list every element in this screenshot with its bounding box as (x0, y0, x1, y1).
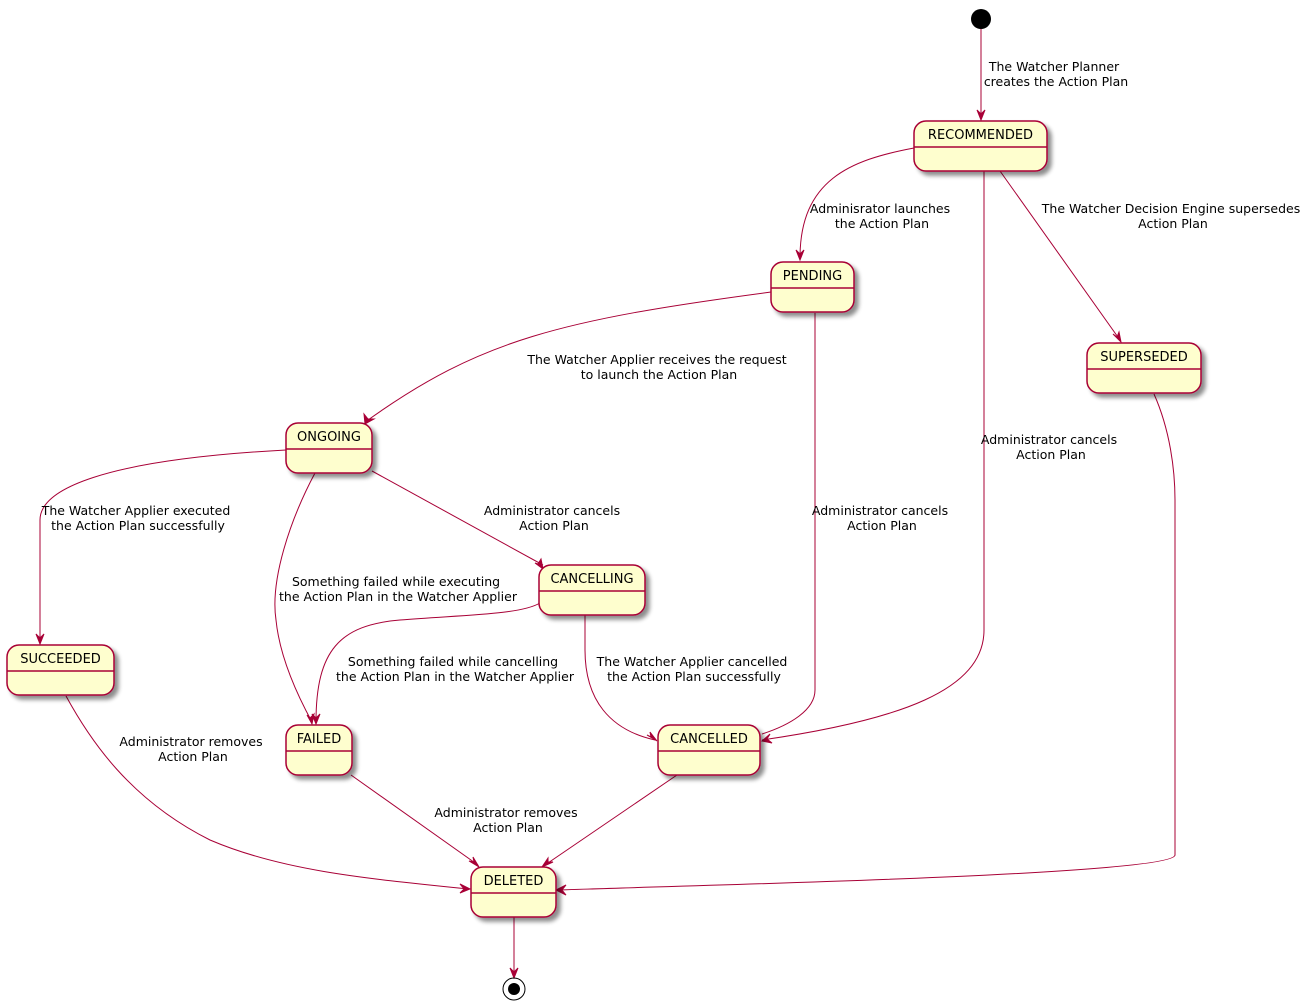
state-cancelling-title: CANCELLING (550, 572, 633, 587)
edge-cancelling-to-failed (315, 602, 541, 723)
edge-ongoing-to-failed (274, 472, 316, 723)
state-cancelling (538, 564, 646, 616)
state-succeeded-title: SUCCEEDED (20, 652, 101, 667)
arrowhead-deleted-left (459, 883, 472, 894)
arrowhead-deleted-right (554, 884, 567, 896)
edge-recommended-to-cancelled (761, 171, 985, 741)
state-ongoing-title: ONGOING (297, 430, 361, 445)
state-deleted-title: DELETED (484, 874, 544, 889)
label-pending-to-cancelled: Administrator cancels Action Plan (812, 503, 952, 533)
final-state-marker (502, 977, 526, 1001)
state-cancelled (657, 724, 761, 776)
arrowhead-failed-top-right (311, 713, 321, 726)
state-ongoing (285, 422, 373, 474)
arrowhead-failed-top-left (306, 712, 315, 726)
edge-pending-to-ongoing (367, 291, 772, 421)
arrowhead-succeeded-top (35, 633, 45, 646)
label-pending-to-ongoing: The Watcher Applier receives the request… (526, 352, 790, 382)
label-recommended-to-pending: Adminisrator launches the Action Plan (810, 201, 954, 231)
edge-recommended-to-pending (799, 147, 915, 259)
state-recommended-title: RECOMMENDED (928, 128, 1033, 143)
edge-superseded-to-deleted (557, 393, 1176, 891)
label-recommended-to-cancelled: Administrator cancels Action Plan (981, 432, 1121, 462)
arrowhead-cancelled-right (760, 733, 773, 744)
arrowhead-pending-top (795, 249, 805, 262)
state-pending-title: PENDING (783, 269, 842, 284)
state-succeeded (6, 644, 115, 696)
edge-ongoing-to-cancelling (371, 470, 544, 566)
edge-recommended-to-superseded (999, 170, 1121, 341)
arrowhead-deleted-top-left (468, 856, 480, 868)
label-start-to-recommended: The Watcher Planner creates the Action P… (984, 59, 1128, 89)
label-ongoing-to-succeeded: The Watcher Applier executed the Action … (41, 503, 235, 533)
arrowhead-superseded-top (1112, 330, 1122, 344)
arrowhead-recommended-top (976, 109, 986, 122)
state-recommended (913, 120, 1048, 172)
label-failed-to-deleted: Administrator removes Action Plan (434, 805, 581, 835)
label-recommended-to-superseded: The Watcher Decision Engine supersedes A… (1041, 201, 1304, 231)
edge-cancelling-to-cancelled (584, 614, 656, 741)
label-ongoing-to-cancelling: Administrator cancels Action Plan (484, 503, 624, 533)
edge-succeeded-to-deleted (65, 695, 469, 890)
edge-failed-to-deleted (350, 774, 479, 866)
arrowhead-cancelling-left (534, 557, 544, 571)
label-ongoing-to-failed: Something failed while executing the Act… (279, 574, 518, 604)
arrowhead-ongoing-top (363, 412, 376, 425)
state-superseded-title: SUPERSEDED (1100, 350, 1188, 365)
edge-ongoing-to-succeeded (39, 449, 287, 642)
state-failed-title: FAILED (297, 732, 341, 747)
state-pending (770, 261, 855, 313)
state-cancelled-title: CANCELLED (670, 732, 748, 747)
label-cancelling-to-cancelled: The Watcher Applier cancelled the Action… (596, 654, 792, 684)
edge-pending-to-cancelled (761, 313, 816, 735)
arrowhead-deleted-top-right (540, 856, 554, 869)
state-failed (285, 724, 353, 776)
state-superseded (1086, 342, 1202, 394)
state-deleted (470, 866, 557, 918)
edge-cancelled-to-deleted (544, 774, 678, 866)
label-succeeded-to-deleted: Administrator removes Action Plan (119, 734, 266, 764)
arrowhead-cancelled-left (646, 731, 658, 742)
initial-state-dot (971, 9, 991, 29)
label-cancelling-to-failed: Something failed while cancelling the Ac… (336, 654, 575, 684)
arrowhead-end-top (509, 967, 519, 980)
